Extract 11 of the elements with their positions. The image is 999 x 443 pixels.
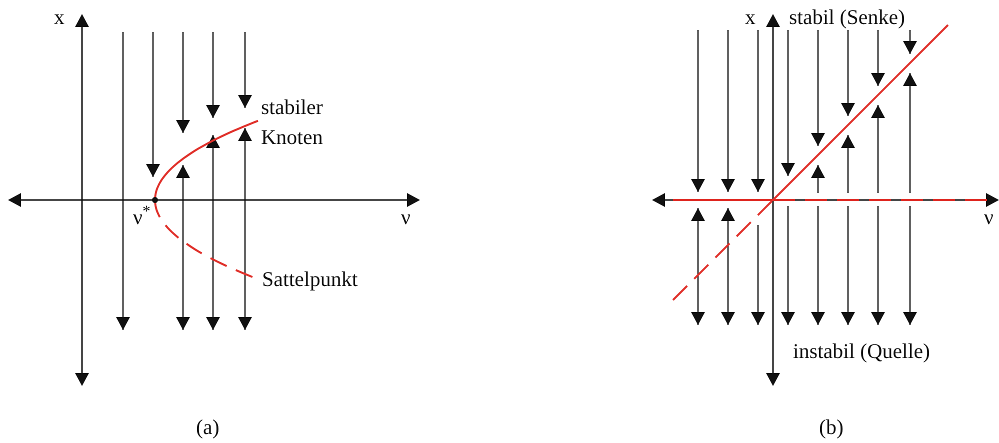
curve-label: instabil (Quelle) <box>793 338 930 365</box>
point-label: ν$^{*}$ <box>133 202 150 231</box>
curve-label: stabiler Knoten <box>261 94 324 151</box>
curve-label: stabil (Senke) <box>789 4 906 31</box>
axis-label: ν <box>401 204 410 231</box>
curve-label: Sattelpunkt <box>262 266 358 293</box>
axis-label: x <box>745 4 756 31</box>
panel-label: (b) <box>819 414 844 441</box>
panel-label: (a) <box>196 414 220 441</box>
axis-label: ν <box>984 204 994 231</box>
axis-label: x <box>54 4 64 31</box>
